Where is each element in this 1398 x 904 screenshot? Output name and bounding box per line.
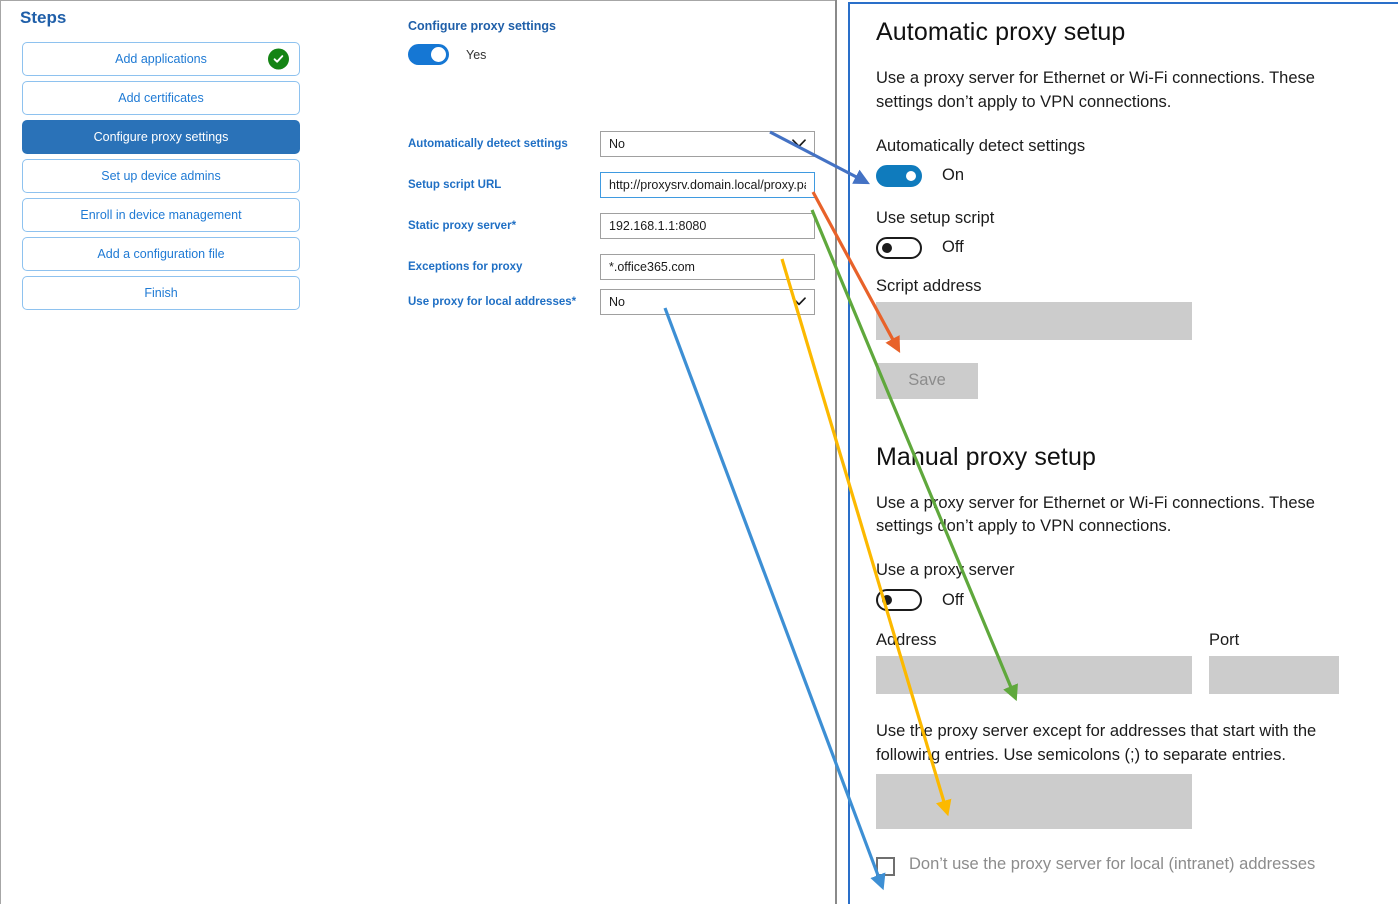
steps-title: Steps <box>20 8 67 27</box>
step-label: Configure proxy settings <box>93 130 229 144</box>
steps-list: Add applications Add certificates Config… <box>22 42 300 315</box>
automatically-detect-settings-label: Automatically detect settings <box>876 136 1086 155</box>
use-setup-script-toggle-value: Off <box>942 238 964 256</box>
step-label: Add certificates <box>118 91 204 105</box>
sidebar-step-set-up-device-admins[interactable]: Set up device admins <box>22 159 300 193</box>
field-static-proxy-server: Static proxy server* <box>408 213 815 239</box>
field-label: Static proxy server* <box>408 220 517 232</box>
field-control[interactable] <box>600 172 815 198</box>
exceptions-input[interactable] <box>876 773 1192 829</box>
panel-divider <box>835 0 837 904</box>
use-setup-script-toggle[interactable] <box>876 236 922 259</box>
use-a-proxy-server-toggle[interactable] <box>876 589 922 611</box>
automatically-detect-settings-toggle-value: On <box>942 166 965 184</box>
field-label: Exceptions for proxy <box>408 261 523 273</box>
field-control[interactable] <box>600 254 815 280</box>
exceptions-for-proxy-input[interactable] <box>600 254 815 280</box>
sidebar-step-add-applications[interactable]: Add applications <box>22 42 300 76</box>
port-label: Port <box>1209 631 1240 649</box>
save-button[interactable]: Save <box>876 362 978 399</box>
automatic-proxy-description: Use a proxy server for Ethernet or Wi-Fi… <box>876 69 1315 111</box>
frame-top-border <box>0 0 836 1</box>
automatically-detect-settings-toggle-row[interactable]: On <box>876 164 1376 187</box>
address-input[interactable] <box>876 656 1192 694</box>
sidebar-step-add-a-configuration-file[interactable]: Add a configuration file <box>22 237 300 271</box>
sidebar-step-finish[interactable]: Finish <box>22 276 300 310</box>
windows-proxy-settings-panel: Automatic proxy setup Use a proxy server… <box>848 2 1398 904</box>
address-label: Address <box>876 631 937 649</box>
use-a-proxy-server-toggle-value: Off <box>942 590 964 609</box>
configure-proxy-toggle[interactable] <box>408 44 449 65</box>
field-automatically-detect-settings: Automatically detect settings No Yes <box>408 131 815 157</box>
step-label: Add applications <box>115 52 207 66</box>
address-port-row: Address Port <box>876 631 1376 694</box>
field-exceptions-for-proxy: Exceptions for proxy <box>408 254 815 280</box>
local-addresses-checkbox-row[interactable]: Don’t use the proxy server for local (in… <box>876 855 1376 876</box>
exceptions-description: Use the proxy server except for addresse… <box>876 722 1317 764</box>
manual-proxy-setup-heading: Manual proxy setup <box>876 442 1096 471</box>
form-title: Configure proxy settings <box>408 19 556 33</box>
field-control[interactable]: No Yes <box>600 131 815 157</box>
configure-proxy-form: Configure proxy settings Yes Automatical… <box>408 19 815 315</box>
setup-script-url-input[interactable] <box>600 172 815 198</box>
sidebar-step-configure-proxy-settings[interactable]: Configure proxy settings <box>22 120 300 154</box>
sidebar-step-enroll-in-device-management[interactable]: Enroll in device management <box>22 198 300 232</box>
automatically-detect-settings-select[interactable]: No Yes <box>600 131 815 157</box>
step-label: Finish <box>144 286 178 300</box>
field-label: Automatically detect settings <box>408 138 568 150</box>
automatic-proxy-setup-heading: Automatic proxy setup <box>876 18 1126 46</box>
use-proxy-for-local-addresses-select[interactable]: No Yes <box>600 289 815 315</box>
configure-proxy-toggle-value: Yes <box>466 47 487 62</box>
automatically-detect-settings-toggle[interactable] <box>876 164 922 187</box>
script-address-label: Script address <box>876 276 982 295</box>
use-setup-script-toggle-row[interactable]: Off <box>876 236 1376 259</box>
field-label: Setup script URL <box>408 179 502 191</box>
frame-left-border <box>0 0 1 904</box>
field-label: Use proxy for local addresses* <box>408 296 577 308</box>
checkbox-icon[interactable] <box>876 856 895 876</box>
sidebar-step-add-certificates[interactable]: Add certificates <box>22 81 300 115</box>
use-a-proxy-server-label: Use a proxy server <box>876 561 1015 579</box>
step-label: Add a configuration file <box>97 247 225 261</box>
field-setup-script-url: Setup script URL <box>408 172 815 198</box>
step-label: Set up device admins <box>101 169 221 183</box>
configure-proxy-toggle-row[interactable]: Yes <box>408 44 486 65</box>
use-setup-script-label: Use setup script <box>876 208 995 227</box>
use-a-proxy-server-toggle-row[interactable]: Off <box>876 589 1376 611</box>
static-proxy-server-input[interactable] <box>600 213 815 239</box>
check-circle-icon <box>268 48 289 70</box>
port-group: Port <box>1209 631 1339 694</box>
script-address-input[interactable] <box>876 301 1192 340</box>
step-label: Enroll in device management <box>80 208 242 222</box>
manual-proxy-description: Use a proxy server for Ethernet or Wi-Fi… <box>876 493 1315 536</box>
windows-panel-content: Automatic proxy setup Use a proxy server… <box>876 4 1376 876</box>
field-control[interactable]: No Yes <box>600 289 815 315</box>
field-use-proxy-for-local-addresses: Use proxy for local addresses* No Yes <box>408 289 815 315</box>
field-control[interactable] <box>600 213 815 239</box>
address-group: Address <box>876 631 1192 694</box>
port-input[interactable] <box>1209 656 1339 694</box>
local-addresses-checkbox-label: Don’t use the proxy server for local (in… <box>909 854 1316 873</box>
